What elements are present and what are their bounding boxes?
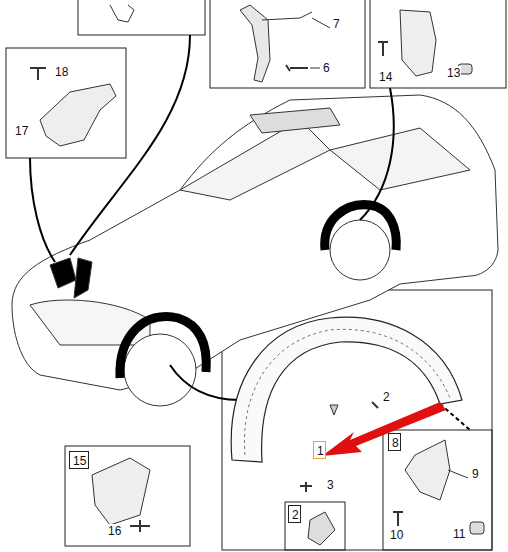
clip [308, 512, 335, 545]
callout-number: 15 [73, 454, 85, 468]
front-wheel-liner [120, 317, 206, 378]
callout-number: 18 [54, 65, 69, 79]
dashed-line [440, 404, 470, 430]
screw [372, 402, 378, 408]
side-window [330, 128, 470, 190]
clip [470, 522, 484, 534]
rear-wheel [330, 220, 390, 280]
callout-box: 2 [288, 505, 301, 523]
leader-line [310, 18, 468, 478]
callout-number: 9 [471, 467, 480, 481]
panel-frame [6, 48, 126, 158]
rear-wheel-liner [325, 205, 397, 250]
callout-box: 15 [69, 451, 89, 469]
callout-box: 8 [388, 433, 401, 451]
callout-number: 2 [382, 390, 391, 404]
callout-number: 16 [107, 524, 122, 538]
shield-part [40, 84, 116, 146]
panel-frame [285, 502, 345, 550]
screw [393, 512, 403, 526]
callout-box: 1 [313, 441, 326, 459]
panel-frame [383, 430, 492, 550]
callout-number: 6 [322, 61, 331, 75]
screw [130, 520, 150, 532]
callout-number: 3 [326, 478, 335, 492]
callout-number: 11 [452, 527, 466, 541]
mud-flap [400, 10, 436, 76]
callout-number: 13 [446, 66, 461, 80]
callout-number: 8 [392, 436, 397, 450]
screw [30, 68, 46, 80]
callout-number: 17 [14, 124, 29, 138]
mud-flap [405, 440, 450, 500]
callout-number: 1 [317, 444, 322, 458]
panel-frame [65, 446, 190, 546]
screw [378, 42, 388, 56]
splash-guard [92, 458, 150, 525]
callout-number: 10 [389, 528, 404, 542]
panel-frame [78, 0, 205, 35]
sunroof [250, 108, 340, 133]
callout-number: 2 [292, 508, 297, 522]
front-wheel [124, 334, 196, 406]
shield-part [50, 258, 92, 298]
clip [330, 405, 338, 415]
callout-number: 14 [378, 70, 393, 84]
windshield [180, 120, 330, 200]
callout-number: 7 [332, 17, 341, 31]
screw [286, 65, 308, 71]
panel-frame [370, 0, 506, 88]
wheel-liner-part [231, 317, 462, 462]
panel-frame [210, 0, 365, 88]
red-arrow [322, 402, 446, 456]
wheel-liner-part [244, 329, 450, 455]
bracket-part [262, 12, 312, 20]
part-drawing [110, 5, 134, 22]
leader-line [30, 35, 394, 400]
bracket-part [240, 5, 270, 82]
screw [300, 482, 312, 492]
